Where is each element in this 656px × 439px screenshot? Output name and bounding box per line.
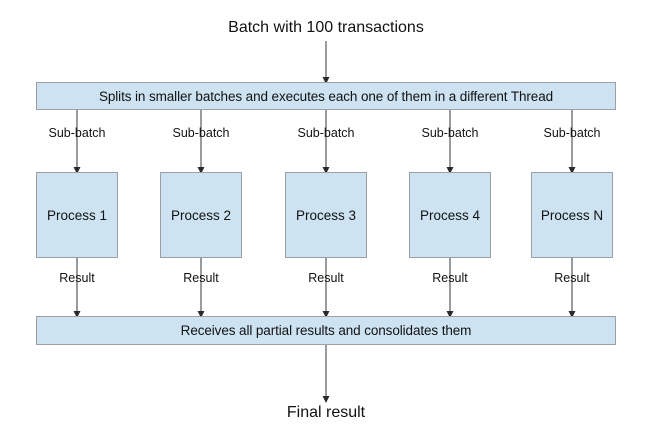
splitter-box: Splits in smaller batches and executes e…	[36, 82, 616, 110]
edge-label-sub-batch-3: Sub-batch	[297, 126, 355, 140]
diagram-title: Batch with 100 transactions	[228, 19, 424, 36]
process-box-5: Process N	[531, 172, 613, 258]
edge-label-result-1: Result	[59, 271, 95, 285]
edge-label-sub-batch-1: Sub-batch	[48, 126, 106, 140]
edge-label-sub-batch-4: Sub-batch	[421, 126, 479, 140]
process-box-4: Process 4	[409, 172, 491, 258]
final-result-label: Final result	[286, 404, 366, 421]
edge-label-result-3: Result	[308, 271, 344, 285]
process-box-3: Process 3	[285, 172, 367, 258]
process-box-2: Process 2	[160, 172, 242, 258]
consolidator-box: Receives all partial results and consoli…	[36, 316, 616, 345]
process-box-1: Process 1	[36, 172, 118, 258]
edge-label-result-2: Result	[183, 271, 219, 285]
edge-label-sub-batch-5: Sub-batch	[543, 126, 601, 140]
edge-label-result-4: Result	[432, 271, 468, 285]
edge-label-result-5: Result	[554, 271, 590, 285]
edge-label-sub-batch-2: Sub-batch	[172, 126, 230, 140]
